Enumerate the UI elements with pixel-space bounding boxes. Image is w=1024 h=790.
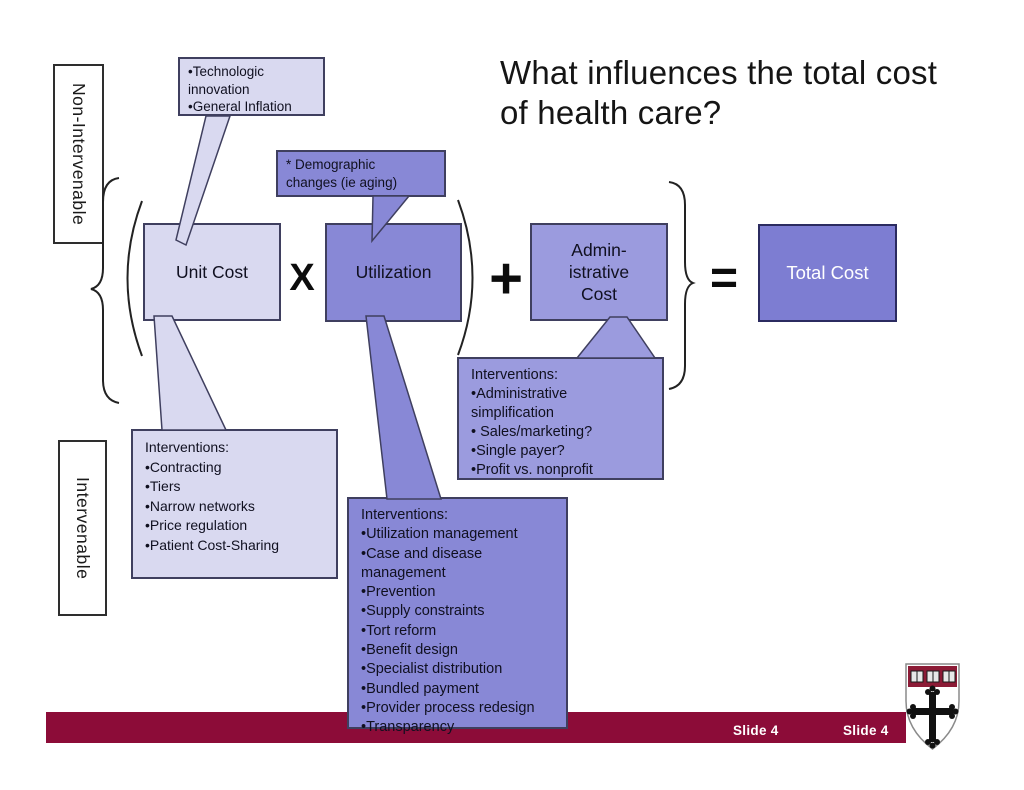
slide-number-right: Slide 4 (843, 723, 889, 738)
title-line-2: of health care? (500, 94, 722, 131)
intervenable-text: Intervenable (73, 476, 93, 580)
text-line: •Case and disease (361, 545, 483, 562)
harvard-shield-logo (905, 663, 960, 750)
non-intervenable-label: Non-Intervenable (53, 64, 104, 244)
utilization-text: Utilization (355, 262, 432, 282)
admin-line-2: istrative (568, 262, 630, 282)
text-line: •Tiers (145, 478, 181, 494)
text-line: management (361, 564, 446, 581)
text-line: •Provider process redesign (361, 699, 535, 716)
utilization-interventions-tail (365, 315, 443, 500)
text-line: • Sales/marketing? (471, 424, 593, 440)
multiply-operator: X (283, 250, 321, 306)
slide-number-left: Slide 4 (733, 723, 779, 738)
title-line-1: What influences the total cost (500, 54, 938, 91)
unit-cost-text: Unit Cost (176, 261, 248, 282)
text-line: •Prevention (361, 584, 436, 601)
admin-interventions-callout: Interventions: •Administrative simplificat… (457, 357, 664, 480)
non-intervenable-text: Non-Intervenable (69, 82, 89, 226)
text-line: changes (ie aging) (286, 174, 398, 190)
text-line: •Profit vs. nonprofit (471, 462, 593, 478)
text-line: •Technologic (188, 64, 265, 79)
text-line: •Contracting (145, 458, 222, 475)
text-line: Interventions: (471, 367, 559, 383)
text-line: •Specialist distribution (361, 661, 503, 678)
unit-cost-interventions-tail (153, 315, 228, 431)
utilization-interventions-callout: Interventions: •Utilization management •Ca… (347, 497, 568, 735)
admin-line-3: Cost (581, 284, 617, 304)
demographic-changes-callout: * Demographic changes (ie aging) (276, 150, 446, 197)
text-line: •Single payer? (471, 443, 565, 459)
times-glyph: X (289, 256, 315, 299)
text-line: •Tort reform (361, 622, 437, 639)
total-cost-text: Total Cost (786, 262, 869, 283)
text-line: Interventions: (361, 507, 449, 523)
unit-cost-interventions-callout: Interventions: •Contracting •Tiers •Narrow … (131, 429, 338, 579)
text-line: •Supply constraints (361, 603, 485, 620)
unit-cost-box: Unit Cost (143, 223, 281, 321)
unit-cost-drivers-callout: •Technologic innovation •General Inflation (178, 57, 325, 116)
intervenable-label: Intervenable (58, 440, 107, 616)
shield-books (910, 670, 956, 683)
text-line: * Demographic (286, 157, 376, 172)
plus-operator: + (482, 240, 530, 316)
shield-cross (906, 685, 959, 749)
text-line: •Bundled payment (361, 680, 479, 697)
admin-interventions-tail (575, 316, 657, 359)
text-line: •Price regulation (145, 517, 248, 533)
right-curly-brace (668, 181, 696, 390)
text-line: simplification (471, 405, 554, 421)
text-line: innovation (188, 81, 250, 97)
text-line: •Patient Cost-Sharing (145, 536, 280, 553)
text-line: •General Inflation (188, 99, 292, 114)
text-line: •Narrow networks (145, 497, 255, 514)
admin-line-1: Admin- (571, 240, 627, 260)
equals-glyph: = (709, 251, 739, 305)
text-line: Interventions: (145, 439, 230, 455)
text-line: •Benefit design (361, 642, 458, 659)
page-title: What influences the total cost of health… (500, 53, 970, 133)
administrative-cost-box: Admin- istrative Cost (530, 223, 668, 321)
text-line: •Transparency (361, 719, 455, 736)
equals-operator: = (700, 246, 748, 310)
total-cost-box: Total Cost (758, 224, 897, 322)
utilization-box: Utilization (325, 223, 462, 322)
plus-glyph: + (489, 245, 523, 311)
text-line: •Administrative (471, 386, 568, 402)
text-line: •Utilization management (361, 526, 518, 543)
left-parenthesis (126, 200, 143, 357)
